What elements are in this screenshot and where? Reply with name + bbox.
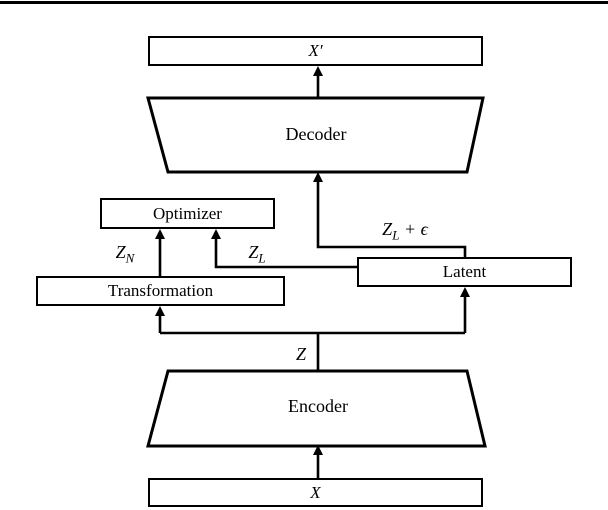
edge-label-z-n: ZN — [108, 241, 142, 266]
arrowhead-up-icon — [155, 306, 165, 316]
node-optimizer: Optimizer — [100, 198, 275, 229]
edge-decoder-to-output — [313, 66, 323, 97]
edge-encoder-z-branch-line — [158, 296, 467, 372]
edge-label-z-n-sub: N — [125, 250, 135, 266]
edge-label-z-l-plus-eps-rest: + ϵ — [399, 219, 428, 239]
edge-label-z-l-plus-eps-base: Z — [382, 219, 393, 239]
node-input: X — [148, 478, 483, 507]
arrowhead-up-icon — [313, 66, 323, 76]
decoder-shape — [146, 96, 485, 174]
encoder-shape — [146, 369, 487, 448]
node-optimizer-label: Optimizer — [153, 204, 222, 223]
edge-latent-to-optimizer-line — [214, 238, 357, 269]
edge-encoder-z-branch — [155, 287, 470, 372]
node-latent: Latent — [357, 257, 572, 287]
arrowhead-up-icon — [460, 287, 470, 297]
arrowhead-up-icon — [313, 172, 323, 182]
edge-label-z-l: ZL — [240, 241, 274, 266]
node-encoder-label: Encoder — [288, 396, 348, 416]
node-decoder-label: Decoder — [285, 124, 347, 144]
node-output: X′ — [148, 36, 483, 66]
edge-transformation-to-optimizer — [155, 229, 165, 277]
arrowhead-up-icon — [155, 229, 165, 239]
edge-label-z-l-base: Z — [248, 242, 259, 262]
edge-label-z-l-plus-eps: ZL + ϵ — [370, 218, 440, 243]
edge-input-to-encoder — [313, 445, 323, 478]
edge-label-z-l-plus-eps-sub: L — [392, 227, 400, 243]
edge-latent-to-optimizer — [211, 229, 357, 269]
edge-label-z: Z — [289, 343, 313, 365]
edge-latent-to-decoder — [313, 172, 467, 258]
edge-label-z-base: Z — [295, 344, 306, 364]
arrowhead-up-icon — [211, 229, 221, 239]
node-transformation: Transformation — [36, 276, 285, 306]
edge-latent-to-decoder-line — [316, 181, 467, 258]
node-output-label: X′ — [308, 41, 323, 60]
edge-label-z-n-base: Z — [115, 242, 126, 262]
node-input-label: X — [310, 483, 321, 502]
node-latent-label: Latent — [442, 262, 487, 281]
edge-label-z-l-sub: L — [258, 250, 266, 266]
node-transformation-label: Transformation — [107, 281, 214, 300]
arrowhead-up-icon — [313, 445, 323, 455]
